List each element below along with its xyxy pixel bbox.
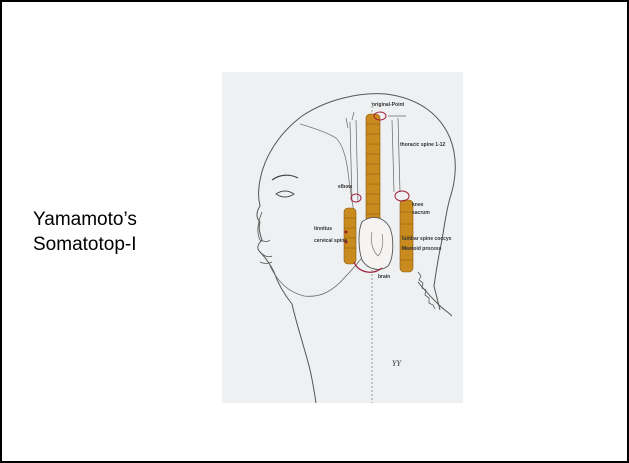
head-drawing: original-Point thoracic spine 1-12 elbow… [222,72,463,403]
caption-line-1: Yamamoto’s [33,207,137,232]
label-knee: knee [412,202,424,208]
label-mastoid: Mastoid process [402,246,442,252]
spine-cervical [344,208,356,264]
label-cervical: cervical spine [314,238,347,244]
ear [359,217,393,269]
hairline [300,124,354,212]
label-origin: original-Point [372,102,405,108]
label-sacrum: sacrum [412,210,430,216]
label-brain: brain [378,274,390,280]
label-lumbar: lumbar spine coccyx [402,236,452,242]
somatotope-illustration: original-Point thoracic spine 1-12 elbow… [222,72,463,403]
lips [260,252,272,264]
signature: YY [392,359,402,368]
slide-caption: Yamamoto’s Somatotop-I [33,207,137,257]
tinnitus-marker [345,231,348,234]
label-elbow: elbow [338,184,352,190]
label-tinnitus: tinnitus [314,226,332,232]
neck-front [292,304,316,403]
caption-line-2: Somatotop-I [33,232,137,257]
leg-lines [388,116,406,192]
eye [276,191,294,197]
neck-back [418,282,452,316]
label-thoracic: thoracic spine 1-12 [400,142,446,148]
eyebrow [272,175,298,180]
elbow-marker [351,194,361,202]
knee-marker [395,191,409,201]
hair-edge [418,272,435,309]
